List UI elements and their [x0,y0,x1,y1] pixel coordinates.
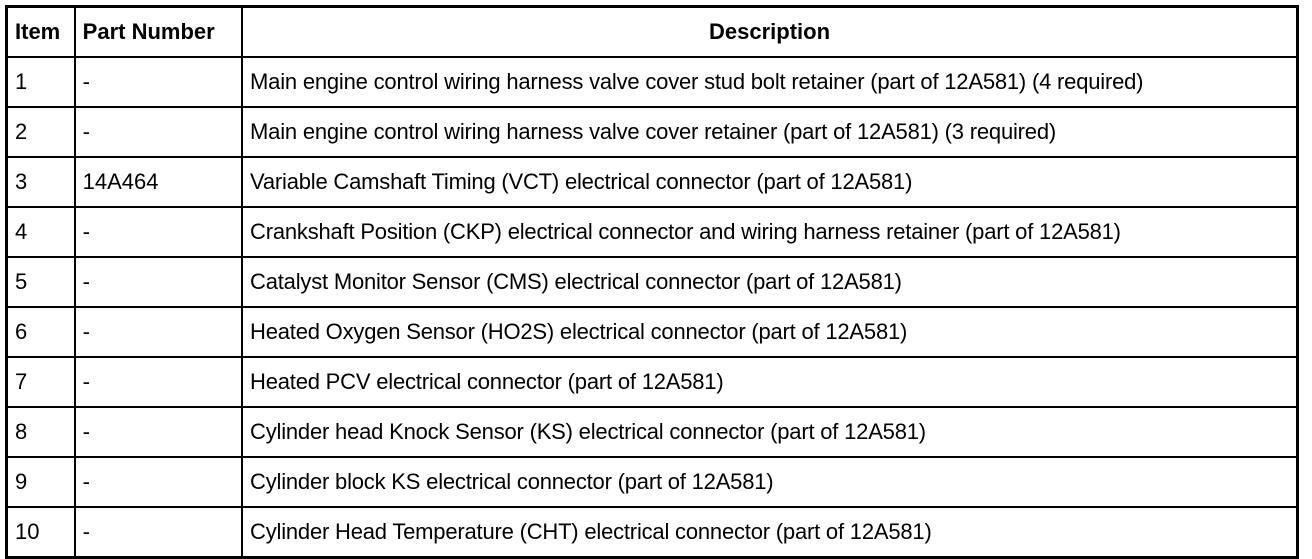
page-canvas: Item Part Number Description 1-Main engi… [5,5,1299,559]
cell-part-number: - [73,106,244,158]
cell-part-number: - [73,256,244,308]
cell-description: Cylinder Head Temperature (CHT) electric… [241,506,1299,559]
cell-description: Variable Camshaft Timing (VCT) electrica… [241,156,1299,208]
table-body: 1-Main engine control wiring harness val… [5,56,1299,559]
cell-part-number: - [73,406,244,458]
column-header-part-number: Part Number [73,5,244,58]
column-header-description: Description [241,5,1299,58]
cell-description: Catalyst Monitor Sensor (CMS) electrical… [241,256,1299,308]
table-row: 5-Catalyst Monitor Sensor (CMS) electric… [5,256,1299,308]
table-header-row: Item Part Number Description [5,5,1299,58]
table-header: Item Part Number Description [5,5,1299,58]
column-header-item: Item [5,5,76,58]
cell-description: Main engine control wiring harness valve… [241,106,1299,158]
cell-part-number: - [73,306,244,358]
table-row: 2-Main engine control wiring harness val… [5,106,1299,158]
table-row: 8-Cylinder head Knock Sensor (KS) electr… [5,406,1299,458]
cell-item: 7 [5,356,76,408]
cell-item: 2 [5,106,76,158]
cell-part-number: - [73,206,244,258]
cell-part-number: - [73,56,244,108]
cell-part-number: - [73,356,244,408]
cell-description: Heated Oxygen Sensor (HO2S) electrical c… [241,306,1299,358]
table-row: 7-Heated PCV electrical connector (part … [5,356,1299,408]
cell-description: Cylinder block KS electrical connector (… [241,456,1299,508]
cell-description: Main engine control wiring harness valve… [241,56,1299,108]
table-row: 6-Heated Oxygen Sensor (HO2S) electrical… [5,306,1299,358]
cell-part-number: - [73,506,244,559]
table-row: 1-Main engine control wiring harness val… [5,56,1299,108]
cell-description: Crankshaft Position (CKP) electrical con… [241,206,1299,258]
cell-item: 4 [5,206,76,258]
cell-item: 5 [5,256,76,308]
cell-item: 9 [5,456,76,508]
cell-item: 10 [5,506,76,559]
table-row: 4-Crankshaft Position (CKP) electrical c… [5,206,1299,258]
cell-item: 1 [5,56,76,108]
cell-part-number: - [73,456,244,508]
cell-part-number: 14A464 [73,156,244,208]
cell-description: Cylinder head Knock Sensor (KS) electric… [241,406,1299,458]
cell-item: 6 [5,306,76,358]
cell-item: 3 [5,156,76,208]
parts-legend-table: Item Part Number Description 1-Main engi… [5,5,1299,559]
cell-description: Heated PCV electrical connector (part of… [241,356,1299,408]
cell-item: 8 [5,406,76,458]
table-row: 10-Cylinder Head Temperature (CHT) elect… [5,506,1299,559]
table-row: 9-Cylinder block KS electrical connector… [5,456,1299,508]
